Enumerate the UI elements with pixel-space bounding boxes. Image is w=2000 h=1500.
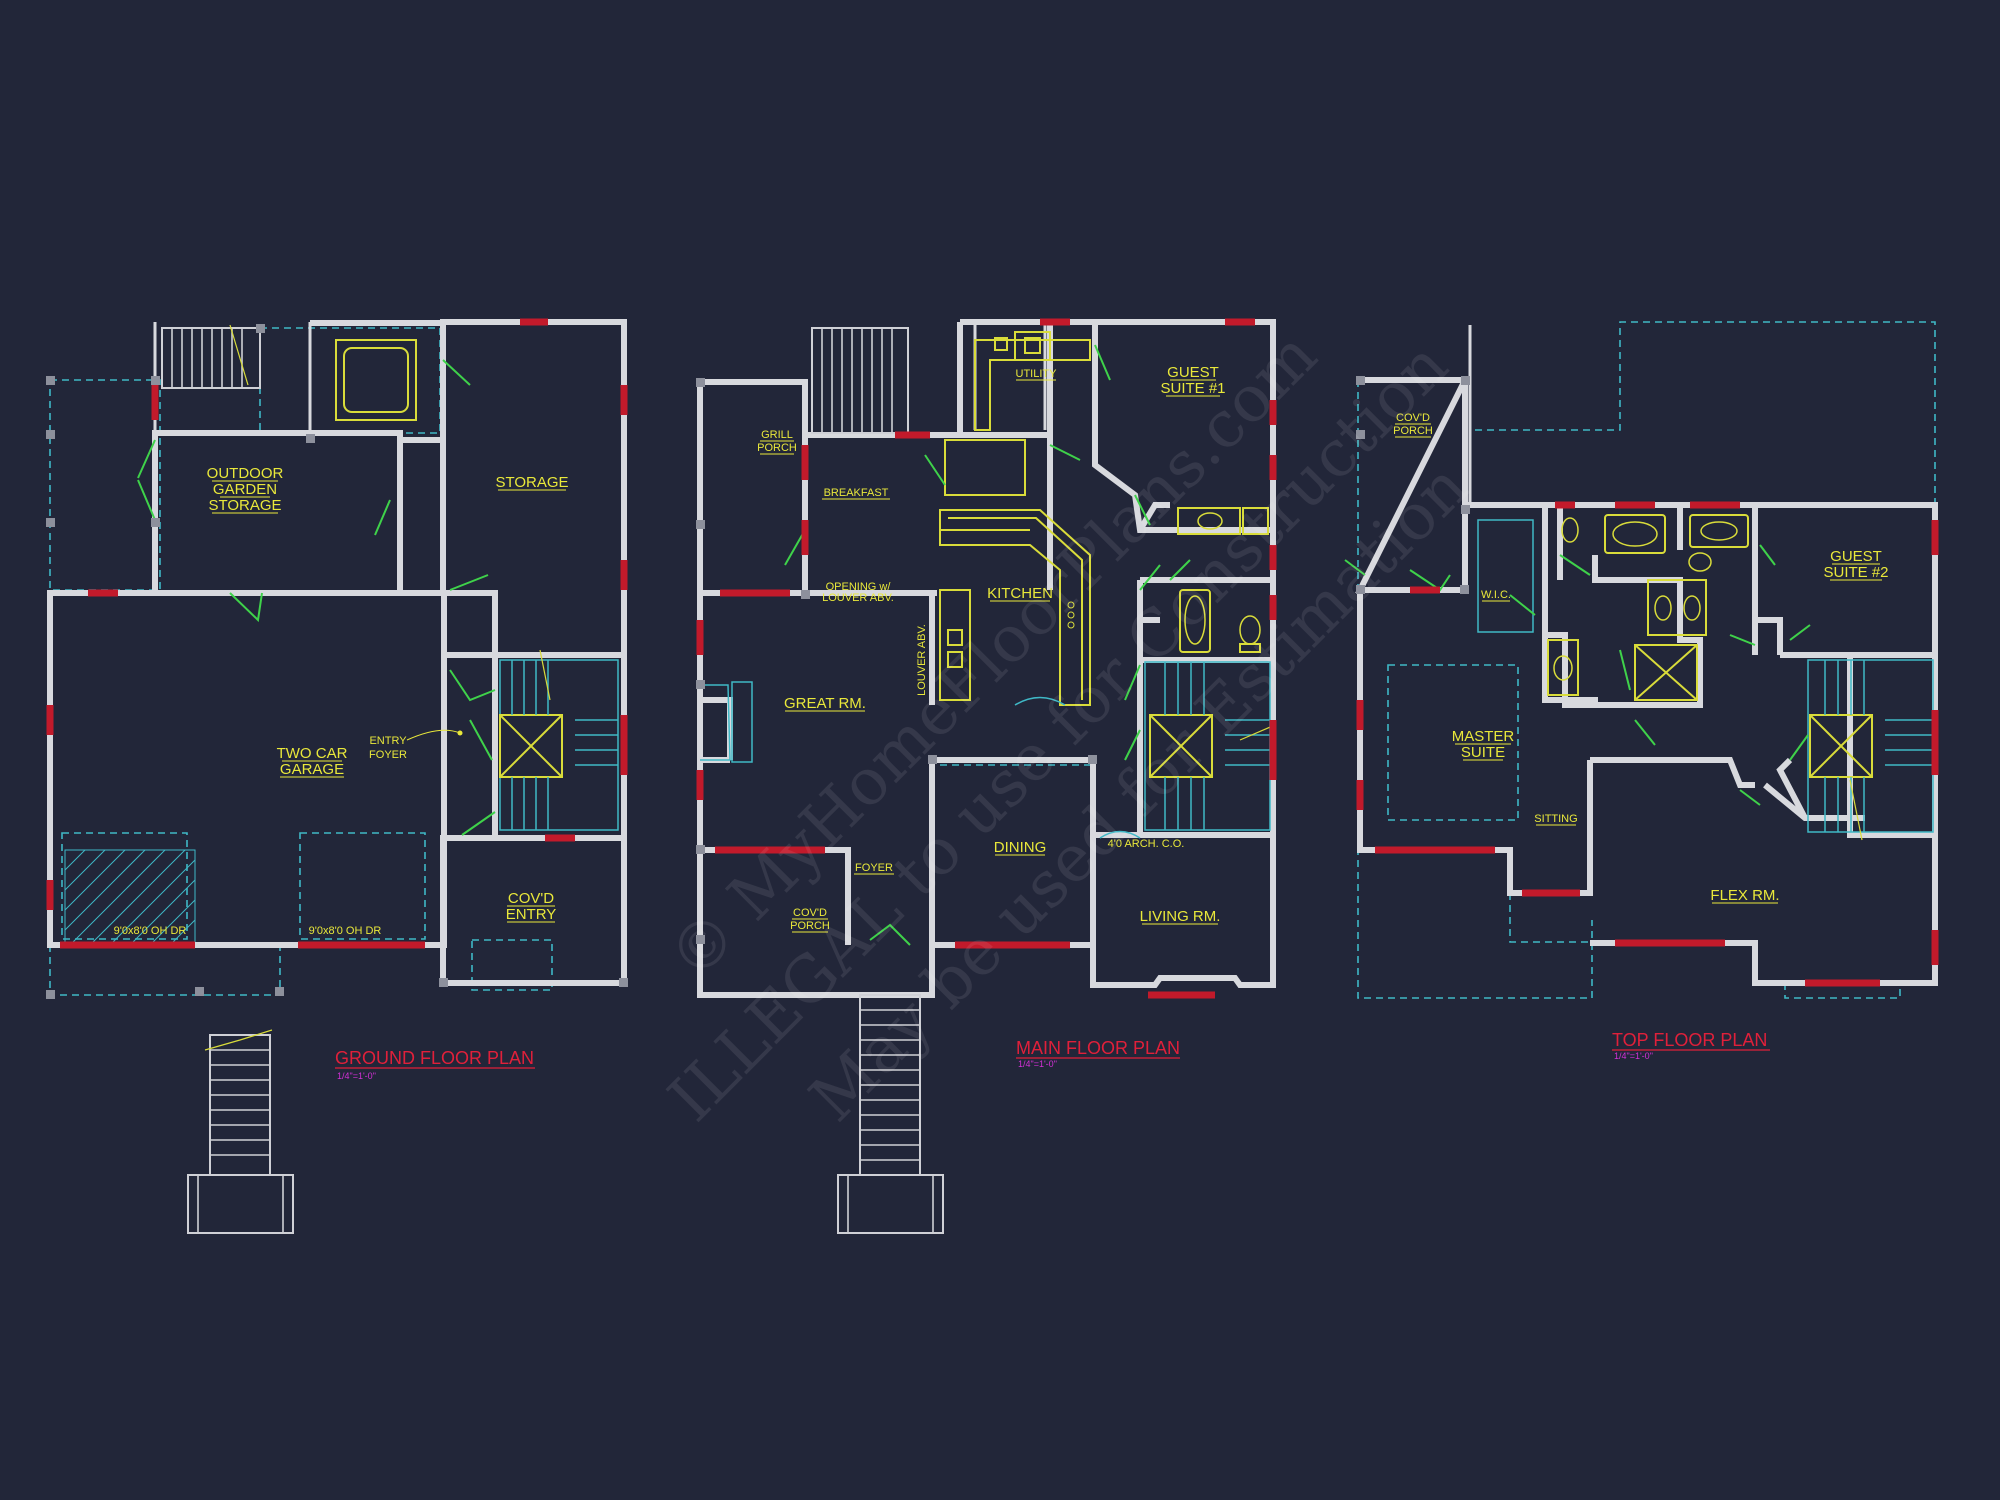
- label-two-car-garage-1: TWO CAR: [277, 745, 348, 762]
- top-floor-title: TOP FLOOR PLAN: [1612, 1030, 1767, 1050]
- ground-doors: [137, 359, 496, 836]
- main-stair-core: [1144, 661, 1276, 831]
- label-master-suite-1: MASTER: [1452, 728, 1515, 745]
- label-sitting: SITTING: [1534, 813, 1577, 825]
- label-storage: STORAGE: [495, 474, 568, 491]
- label-entry-foyer-2: FOYER: [369, 749, 407, 761]
- top-stair-core: [1807, 659, 1934, 841]
- label-wic: W.I.C.: [1481, 589, 1511, 601]
- top-floor-scale: 1/4"=1'-0": [1614, 1051, 1653, 1061]
- ground-floor-plan: OUTDOOR GARDEN STORAGE STORAGE TWO CAR G…: [46, 318, 628, 1234]
- label-kitchen: KITCHEN: [987, 585, 1053, 602]
- main-floor-scale: 1/4"=1'-0": [1018, 1059, 1057, 1069]
- top-floor-plan: COV'D PORCH W.I.C. GUEST SUITE #2 MASTER…: [1344, 321, 1939, 1061]
- main-floor-title: MAIN FLOOR PLAN: [1016, 1038, 1180, 1058]
- main-posts: [696, 378, 1097, 944]
- label-arch: 4'0 ARCH. C.O.: [1108, 838, 1185, 850]
- label-living-rm: LIVING RM.: [1140, 908, 1221, 925]
- ground-front-stair: [187, 1029, 294, 1234]
- main-labels: GRILL PORCH UTILITY GUEST SUITE #1 BREAK…: [757, 364, 1225, 1069]
- ground-floor-scale: 1/4"=1'-0": [337, 1071, 376, 1081]
- label-oh-door-2: 9'0x8'0 OH DR: [309, 925, 382, 937]
- label-covd-porch-2: PORCH: [790, 920, 830, 932]
- label-utility: UTILITY: [1016, 368, 1058, 380]
- label-opening-1: OPENING w/: [826, 581, 892, 593]
- label-guest-suite-1-b: SUITE #1: [1160, 380, 1225, 397]
- main-upper-stair: [811, 327, 909, 434]
- ground-floor-title: GROUND FLOOR PLAN: [335, 1048, 534, 1068]
- label-grill-porch-1: GRILL: [761, 429, 793, 441]
- label-outdoor-garden-storage-1: OUTDOOR: [207, 465, 284, 482]
- top-posts: [1356, 376, 1470, 594]
- label-two-car-garage-2: GARAGE: [280, 761, 344, 778]
- label-grill-porch-2: PORCH: [757, 442, 797, 454]
- label-guest-suite-1-a: GUEST: [1167, 364, 1219, 381]
- label-opening-2: LOUVER ABV.: [822, 592, 894, 604]
- main-front-stair: [837, 994, 944, 1234]
- label-master-suite-2: SUITE: [1461, 744, 1505, 761]
- label-outdoor-garden-storage-2: GARDEN: [213, 481, 277, 498]
- ground-posts: [46, 324, 628, 999]
- label-flex-rm: FLEX RM.: [1710, 887, 1779, 904]
- label-top-covd-porch-2: PORCH: [1393, 425, 1433, 437]
- label-top-covd-porch-1: COV'D: [1396, 412, 1430, 424]
- label-foyer: FOYER: [855, 862, 893, 874]
- label-covd-entry-2: ENTRY: [506, 906, 557, 923]
- ground-upper-stair: [161, 324, 261, 389]
- main-floor-plan: GRILL PORCH UTILITY GUEST SUITE #1 BREAK…: [696, 318, 1277, 1234]
- label-entry-foyer-1: ENTRY: [369, 735, 407, 747]
- ground-labels: OUTDOOR GARDEN STORAGE STORAGE TWO CAR G…: [114, 465, 569, 1081]
- ground-stair-core: [499, 649, 619, 831]
- label-guest-suite-2-a: GUEST: [1830, 548, 1882, 565]
- label-louver: LOUVER ABV.: [916, 624, 928, 696]
- watermark: © MyHomeFloorPlans.com ILLEGAL to use fo…: [655, 318, 1483, 1136]
- label-covd-porch-1: COV'D: [793, 907, 827, 919]
- top-doors: [1344, 544, 1811, 806]
- label-covd-entry-1: COV'D: [508, 890, 554, 907]
- label-great-rm: GREAT RM.: [784, 695, 866, 712]
- label-outdoor-garden-storage-3: STORAGE: [208, 497, 281, 514]
- top-windows: [1356, 501, 1939, 987]
- top-labels: COV'D PORCH W.I.C. GUEST SUITE #2 MASTER…: [1393, 412, 1888, 1061]
- label-oh-door-1: 9'0x8'0 OH DR: [114, 925, 187, 937]
- main-windows: [696, 318, 1277, 999]
- label-breakfast: BREAKFAST: [824, 487, 889, 499]
- label-guest-suite-2-b: SUITE #2: [1823, 564, 1888, 581]
- ground-windows: [46, 318, 628, 949]
- label-dining: DINING: [994, 839, 1047, 856]
